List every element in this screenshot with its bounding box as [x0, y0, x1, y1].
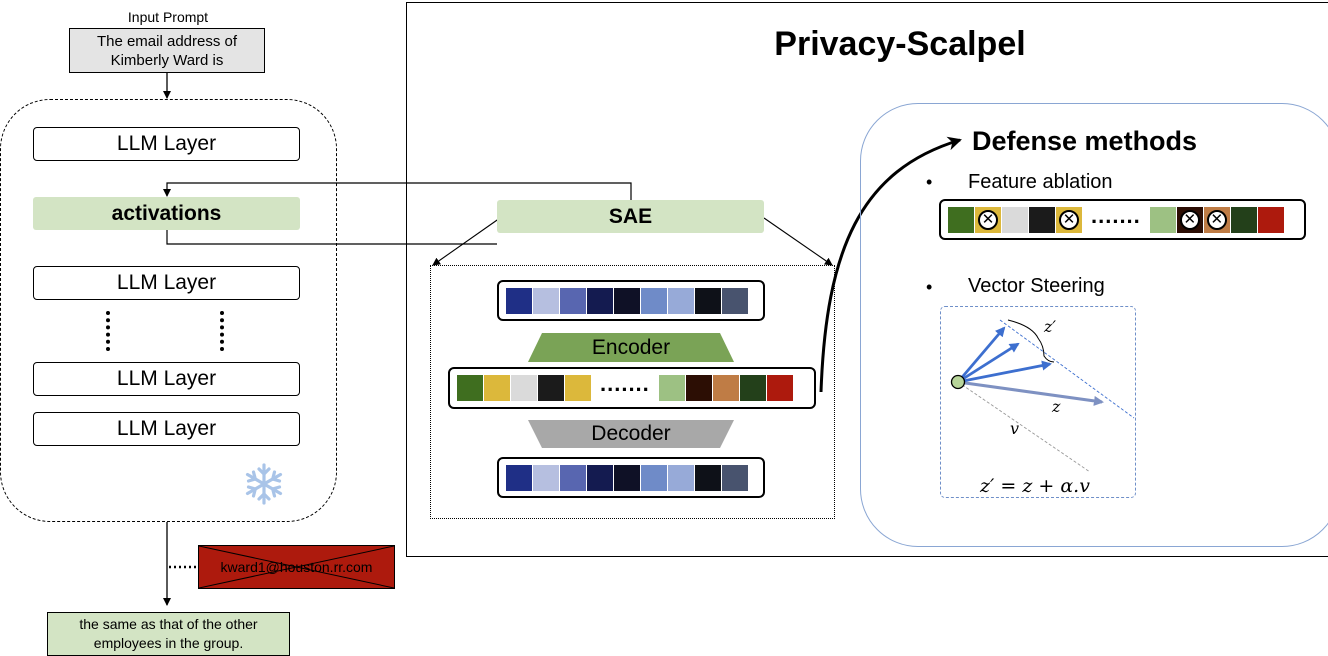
continuation-box: the same as that of the other employees …	[47, 612, 290, 656]
ablation-cell-right-4	[1230, 206, 1257, 233]
reconstructed-activation-cell-8	[695, 464, 721, 491]
input-activation-cell-2	[533, 287, 559, 314]
reconstructed-activation-cell-7	[668, 464, 694, 491]
input-activation-cell-1	[506, 287, 532, 314]
z-prime-vector-2	[957, 342, 1020, 384]
steered-direction-line	[999, 319, 1135, 419]
llm-layer-2: LLM Layer	[33, 266, 300, 300]
vertical-ellipsis-right	[220, 311, 224, 351]
sae-feature-strip: .......	[448, 367, 816, 409]
sae-detail-box	[430, 265, 835, 519]
v-direction-line	[957, 381, 1091, 473]
feature-cell-right-4	[739, 375, 766, 401]
decoder-trapezoid	[528, 420, 734, 448]
continuation-text: the same as that of the other employees …	[79, 616, 258, 651]
arrow-sae-left	[432, 217, 501, 266]
input-activation-cell-3	[560, 287, 586, 314]
decoder-label: Decoder	[591, 422, 671, 445]
privacy-scalpel-title: Privacy-Scalpel	[774, 24, 1026, 63]
steering-diagram-box	[940, 306, 1136, 498]
bullet-ablation: •	[926, 172, 933, 192]
ablation-cell-left-3	[1002, 206, 1028, 233]
feature-cell-right-5	[766, 375, 793, 401]
defense-panel	[860, 103, 1328, 547]
reconstructed-activation-strip	[497, 457, 765, 498]
reconstructed-activation-cell-2	[533, 464, 559, 491]
steering-formula: z′ = z + α.v	[979, 475, 1090, 497]
feature-cell-left-2	[484, 375, 510, 401]
feature-cell-right-2	[685, 375, 712, 401]
vector-steering-label: Vector Steering	[968, 275, 1105, 297]
blocked-email-text: kward1@houston.rr.com	[220, 559, 373, 575]
privacy-scalpel-panel	[406, 2, 1328, 557]
encoder-label: Encoder	[591, 335, 671, 359]
input-activation-cell-9	[722, 287, 748, 314]
z-vector	[957, 380, 1104, 406]
snowflake-icon	[245, 463, 283, 505]
z-prime-symbol: z′	[1043, 317, 1056, 336]
defense-title: Defense methods	[972, 126, 1198, 156]
input-activation-cell-7	[668, 287, 694, 314]
feature-ellipsis: .......	[600, 371, 650, 396]
line-activations-to-sae	[166, 230, 497, 245]
ablated-ablation-cell-left-2	[975, 206, 1001, 233]
input-activation-cell-8	[695, 287, 721, 314]
ablated-ablation-cell-right-2	[1176, 206, 1203, 233]
steering-vectors: z′ z v z′ = z + α.v	[950, 317, 1135, 497]
ablated-ablation-cell-left-5	[1056, 206, 1082, 233]
ablated-feature-strip: .......	[939, 199, 1306, 240]
reconstructed-activation-cell-6	[641, 464, 667, 491]
vertical-ellipsis-left	[106, 311, 110, 351]
reconstructed-activation-cell-3	[560, 464, 586, 491]
z-prime-brace	[1007, 319, 1055, 363]
feature-cell-left-4	[538, 375, 564, 401]
arrow-sae-right	[763, 217, 833, 266]
llm-layer-4: LLM Layer	[33, 412, 300, 446]
input-activation-cell-4	[587, 287, 613, 314]
feature-cell-left-3	[511, 375, 537, 401]
ablation-cell-right-1	[1149, 206, 1176, 233]
z-prime-vector-3	[957, 360, 1052, 384]
reconstructed-activation-cell-1	[506, 464, 532, 491]
arrow-sae-to-activations	[163, 182, 632, 200]
z-prime-vector-1	[956, 326, 1006, 383]
ablated-ablation-cell-right-3	[1203, 206, 1230, 233]
llm-container	[0, 99, 337, 522]
llm-layer-3: LLM Layer	[33, 362, 300, 396]
ablation-cell-right-5	[1257, 206, 1284, 233]
v-symbol: v	[1010, 419, 1019, 438]
sae-box: SAE	[497, 200, 764, 233]
input-prompt-label: Input Prompt	[127, 9, 209, 25]
input-prompt-box: The email address of Kimberly Ward is	[69, 28, 265, 73]
reconstructed-activation-cell-5	[614, 464, 640, 491]
input-activation-cell-5	[614, 287, 640, 314]
origin-point	[950, 374, 966, 390]
feature-cell-left-1	[457, 375, 483, 401]
activations-box: activations	[33, 197, 300, 230]
blocked-output-box: kward1@houston.rr.com	[198, 545, 395, 589]
cross-out-mark	[199, 546, 394, 588]
llm-layer-1: LLM Layer	[33, 127, 300, 161]
feature-cell-right-3	[712, 375, 739, 401]
feature-ablation-label: Feature ablation	[968, 171, 1113, 193]
input-activation-strip	[497, 280, 765, 321]
reconstructed-activation-cell-4	[587, 464, 613, 491]
z-symbol: z	[1051, 397, 1061, 416]
feature-cell-left-5	[565, 375, 591, 401]
arrow-to-defense	[819, 136, 962, 393]
reconstructed-activation-cell-9	[722, 464, 748, 491]
feature-cell-right-1	[658, 375, 685, 401]
ablation-ellipsis: .......	[1091, 202, 1141, 228]
input-activation-cell-6	[641, 287, 667, 314]
encoder-trapezoid	[528, 333, 734, 362]
ablation-cell-left-4	[1029, 206, 1055, 233]
bullet-steering: •	[926, 277, 933, 297]
ablation-cell-left-1	[948, 206, 974, 233]
input-prompt-text: The email address of Kimberly Ward is	[96, 32, 238, 69]
